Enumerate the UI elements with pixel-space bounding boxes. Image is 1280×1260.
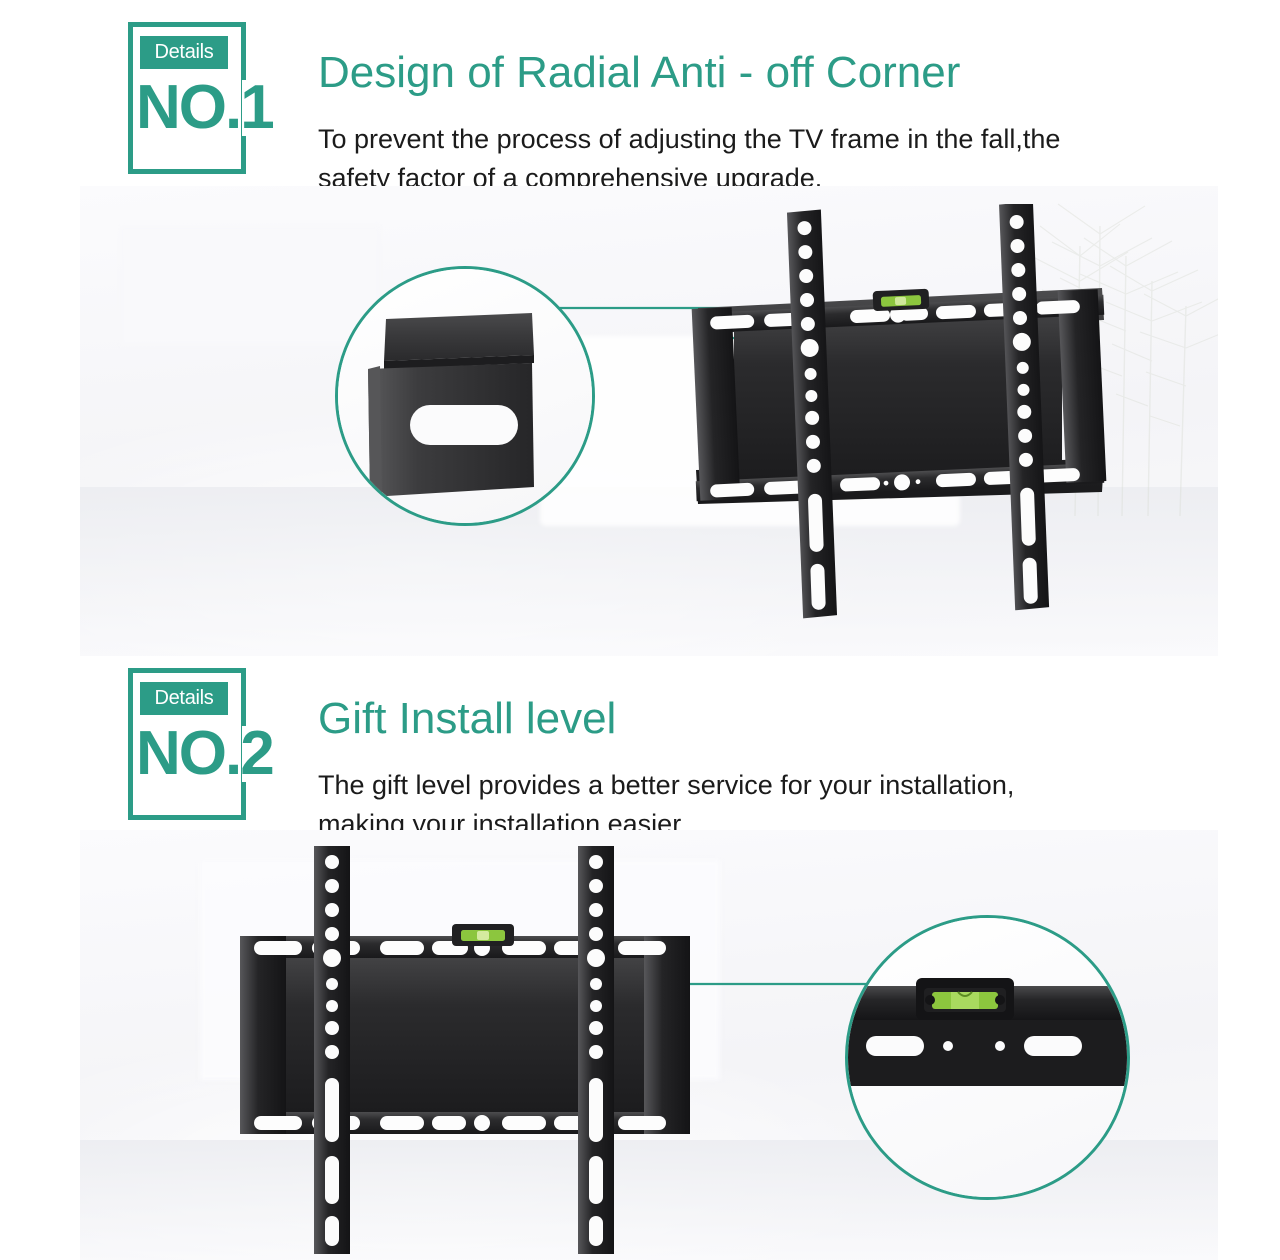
badge-details-label: Details (140, 36, 228, 69)
bubble-level-closeup (848, 978, 1127, 1086)
section-2-body-line-1: The gift level provides a better service… (318, 770, 1015, 800)
section-2-photo (80, 830, 1218, 1260)
photo-backdrop-panel-2 (120, 226, 380, 346)
section-1-title: Design of Radial Anti - off Corner (318, 48, 961, 97)
badge-number-label: NO.2 (136, 719, 275, 788)
details-badge-2: Details NO.2 (128, 668, 275, 820)
section-2-title: Gift Install level (318, 694, 617, 743)
tv-wall-mount-bracket-1 (691, 204, 1107, 619)
tv-wall-mount-bracket-2 (240, 846, 690, 1254)
details-badge-1: Details NO.1 (128, 22, 275, 174)
badge-number-label: NO.1 (136, 73, 275, 142)
anti-off-corner-detail (368, 313, 534, 497)
badge-frame-notch (242, 726, 251, 782)
badge-frame-notch (242, 80, 251, 136)
bubble-level-1 (872, 288, 930, 312)
magnifier-circle-2 (845, 915, 1130, 1200)
bubble-level-2 (452, 924, 514, 946)
section-1-body-line-1: To prevent the process of adjusting the … (318, 124, 1061, 154)
section-1-photo (80, 186, 1218, 656)
magnifier-circle-1 (335, 266, 595, 526)
badge-details-label: Details (140, 682, 228, 715)
